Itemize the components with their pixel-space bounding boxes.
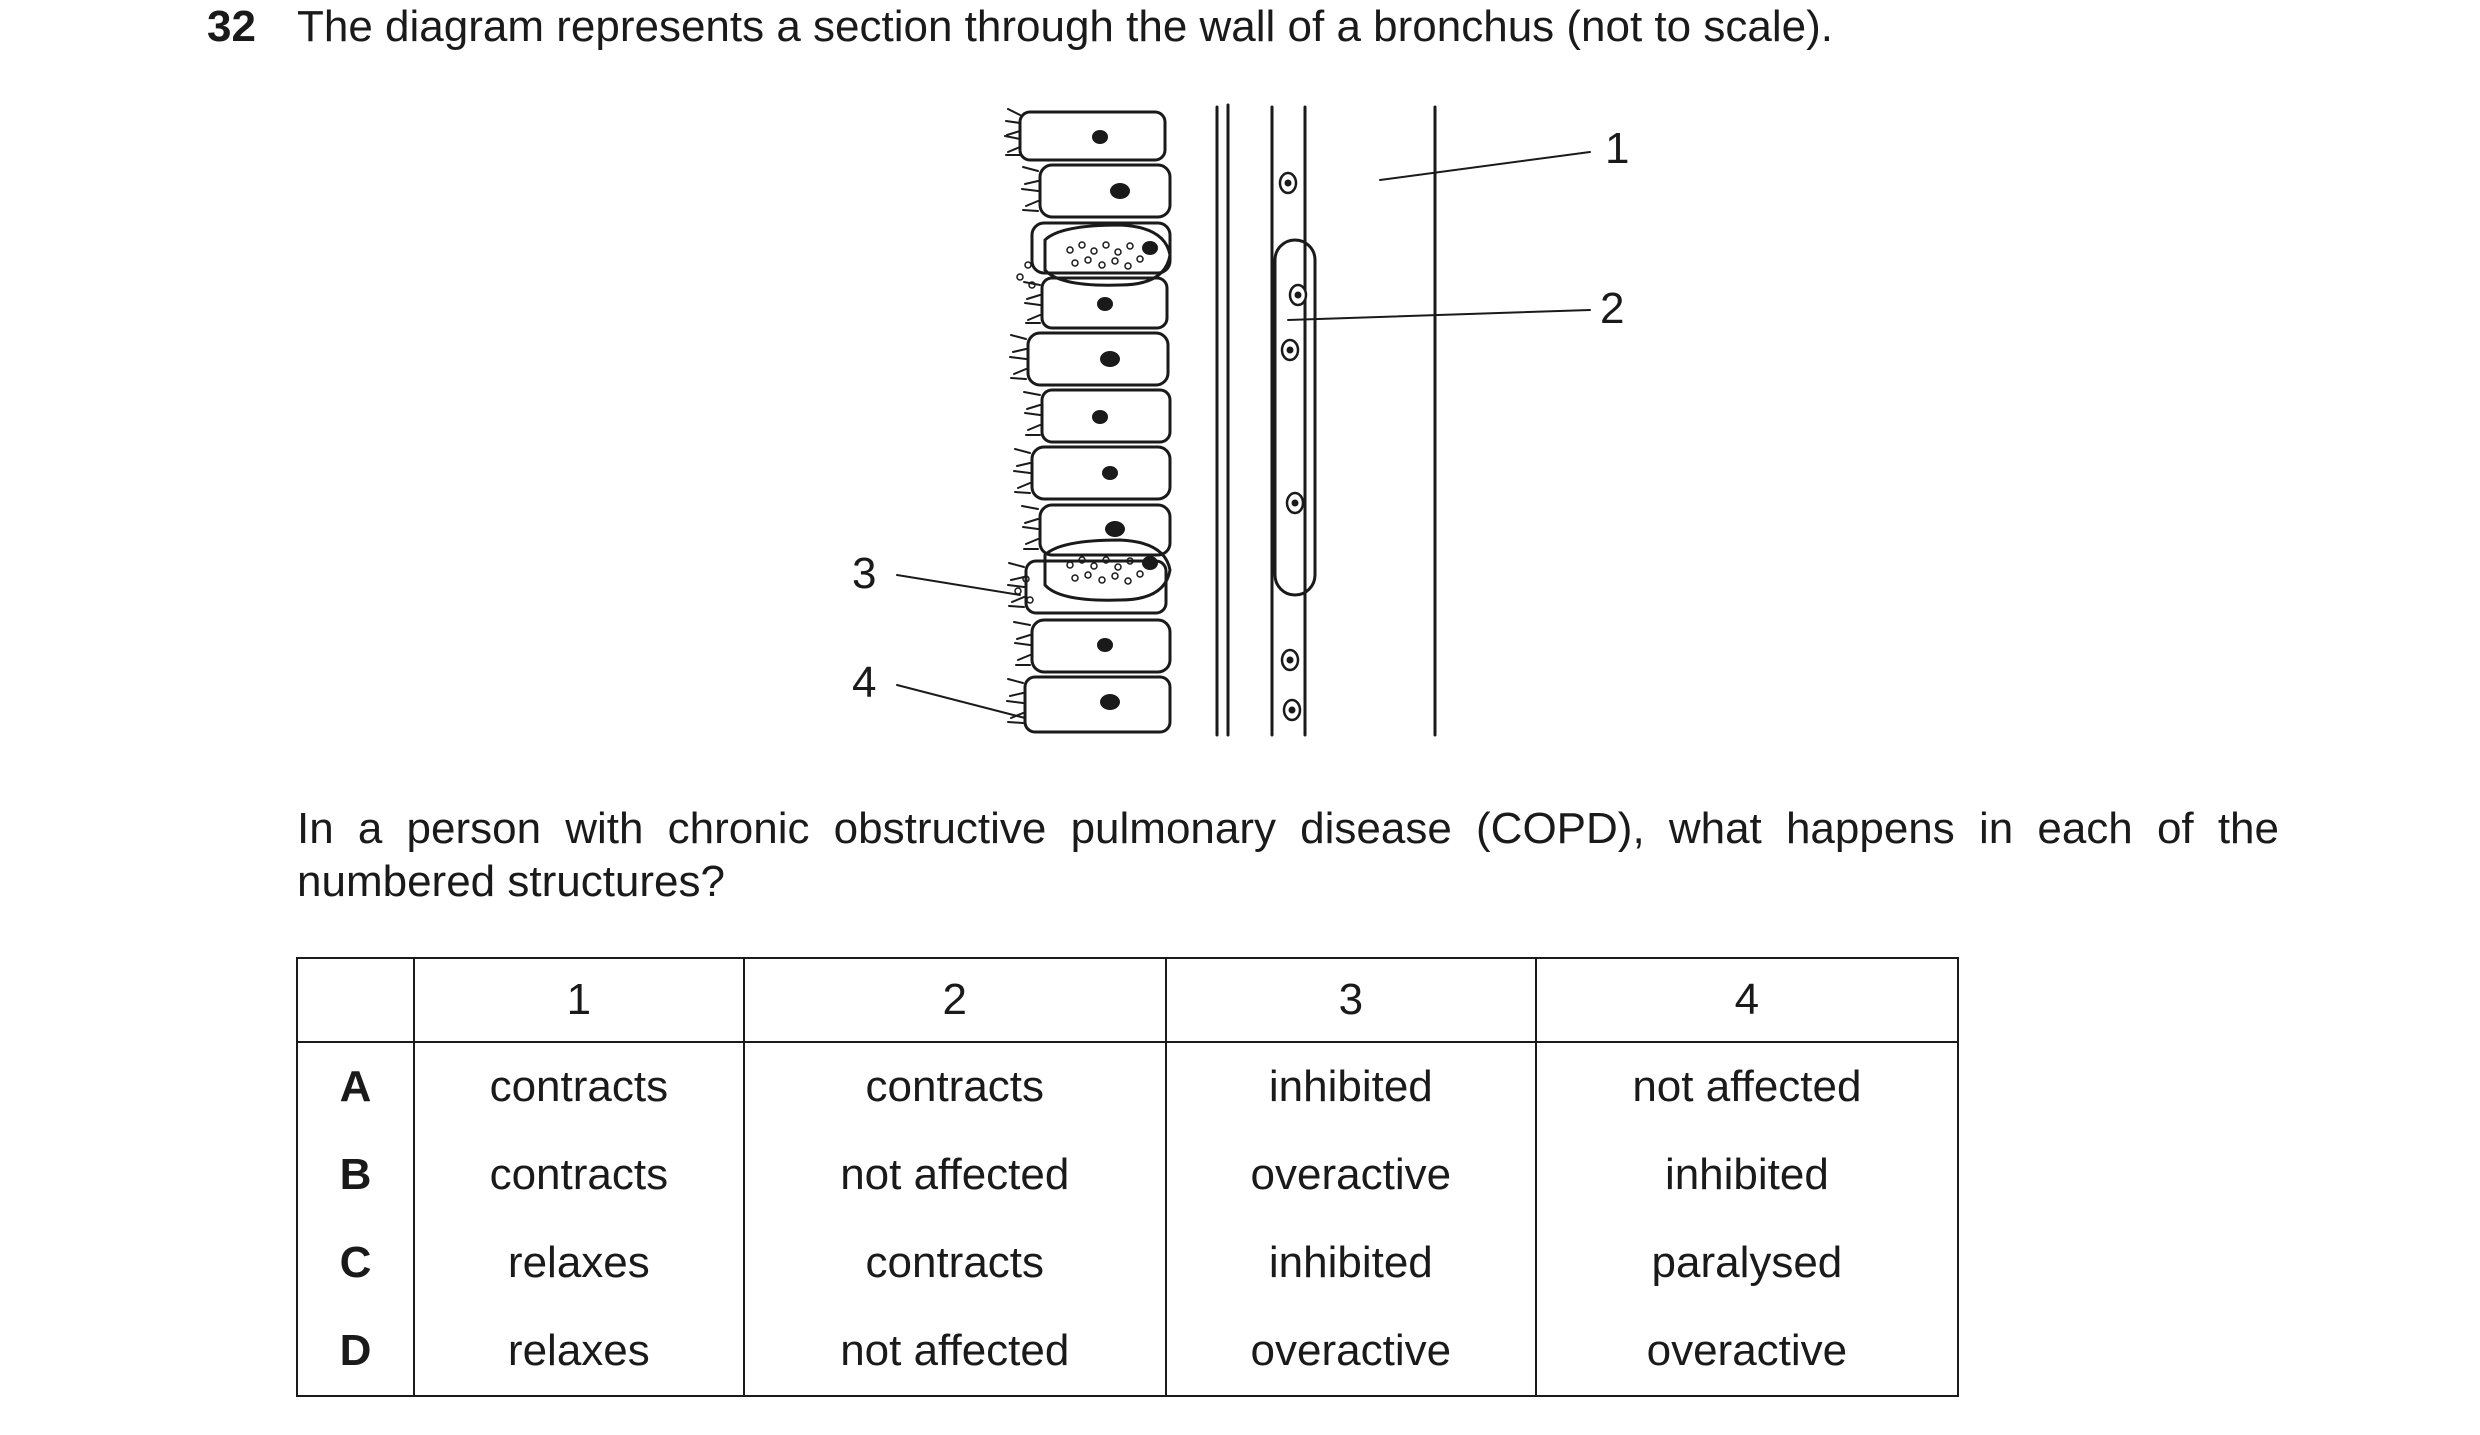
option-letter: A	[296, 1042, 415, 1131]
table-cell: contracts	[742, 1219, 1167, 1307]
epithelial-cells	[1018, 110, 1172, 734]
leader-line-2	[1287, 309, 1591, 321]
table-cell: inhibited	[1164, 1042, 1537, 1131]
option-letter: D	[296, 1307, 415, 1397]
option-row-b: B contracts not affected overactive inhi…	[296, 1131, 1960, 1219]
goblet-cell	[1043, 538, 1172, 602]
table-cell: inhibited	[1534, 1131, 1960, 1219]
table-cell: relaxes	[413, 1307, 745, 1397]
table-cell: overactive	[1164, 1307, 1537, 1397]
question-number: 32	[207, 2, 256, 51]
table-cell: not affected	[1534, 1042, 1960, 1131]
bronchus-wall-diagram: 1 2 3 4	[852, 103, 1629, 737]
connective-nuclei	[1278, 171, 1308, 722]
label-1: 1	[1605, 124, 1629, 173]
label-2: 2	[1600, 284, 1624, 333]
goblet-cell	[1043, 223, 1172, 287]
header-3: 3	[1164, 957, 1537, 1043]
cilia	[1004, 108, 1041, 724]
label-4: 4	[852, 658, 876, 707]
leader-line-1	[1379, 151, 1591, 181]
question-prompt: In a person with chronic obstructive pul…	[297, 804, 2279, 906]
header-4: 4	[1534, 957, 1960, 1043]
question-text: The diagram represents a section through…	[297, 2, 1833, 51]
table-cell: relaxes	[413, 1219, 745, 1307]
table-cell: inhibited	[1164, 1219, 1537, 1307]
mucus-granules	[1014, 241, 1144, 604]
connective-nuclei-centres	[1284, 179, 1302, 714]
table-cell: overactive	[1164, 1131, 1537, 1219]
answer-options-table: 1 2 3 4 A contracts contracts inhibited …	[296, 957, 1960, 1397]
smooth-muscle-cell	[1273, 238, 1317, 597]
table-cell: not affected	[742, 1131, 1167, 1219]
cell-nuclei	[1092, 130, 1158, 710]
table-cell: overactive	[1534, 1307, 1960, 1397]
table-cell: contracts	[413, 1131, 745, 1219]
leader-line-4	[896, 684, 1026, 719]
header-2: 2	[742, 957, 1167, 1043]
header-1: 1	[413, 957, 745, 1043]
option-row-a: A contracts contracts inhibited not affe…	[296, 1042, 1960, 1131]
label-3: 3	[852, 549, 876, 598]
option-letter: C	[296, 1219, 415, 1307]
leader-line-3	[896, 574, 1021, 596]
table-cell: contracts	[413, 1042, 745, 1131]
header-corner	[296, 957, 415, 1043]
option-letter: B	[296, 1131, 415, 1219]
option-row-d: D relaxes not affected overactive overac…	[296, 1307, 1960, 1397]
table-header-row: 1 2 3 4	[296, 957, 1960, 1043]
table-cell: paralysed	[1534, 1219, 1960, 1307]
option-row-c: C relaxes contracts inhibited paralysed	[296, 1219, 1960, 1307]
table-cell: not affected	[742, 1307, 1167, 1397]
table-cell: contracts	[742, 1042, 1167, 1131]
